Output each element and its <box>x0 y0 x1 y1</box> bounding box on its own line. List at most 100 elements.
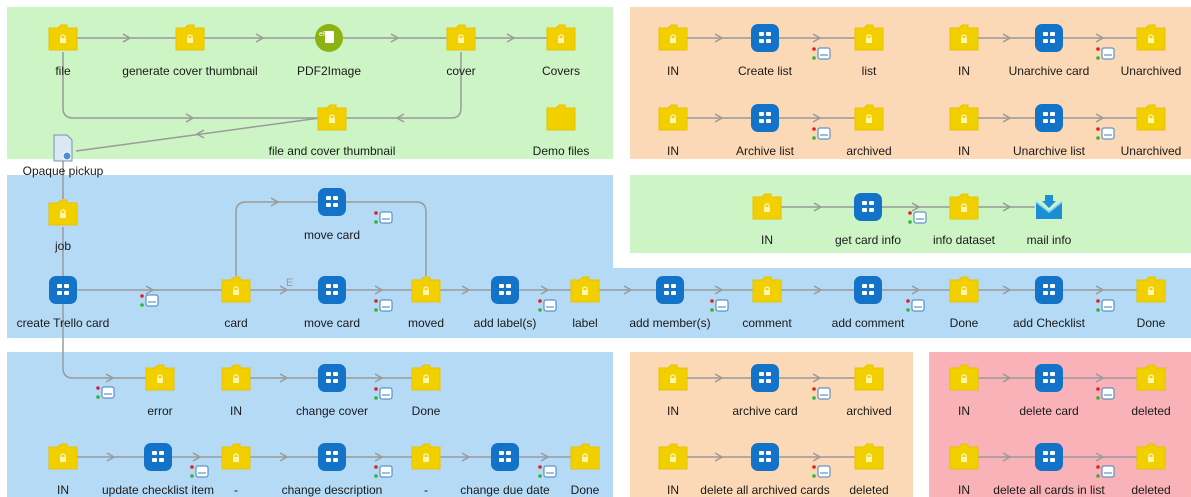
node-label-done1: Done <box>949 316 979 330</box>
node-done-cover[interactable] <box>411 364 441 391</box>
lock-icon <box>60 213 66 218</box>
node-deleted3[interactable] <box>1136 443 1166 470</box>
node-in-get-info[interactable] <box>752 193 782 220</box>
node-done-due[interactable] <box>570 443 600 470</box>
node-delete-all-archived[interactable] <box>751 443 779 471</box>
node-unarchive-card[interactable] <box>1035 24 1063 52</box>
node-change-due[interactable] <box>491 443 519 471</box>
node-comment[interactable] <box>752 276 782 303</box>
dataset-badge-icon <box>812 465 831 478</box>
node-done2[interactable] <box>1136 276 1166 303</box>
node-unarchive-list[interactable] <box>1035 104 1063 132</box>
node-create-list[interactable] <box>751 24 779 52</box>
node-demo-files[interactable] <box>546 104 576 131</box>
node-add-members[interactable] <box>656 276 684 304</box>
node-info-dataset[interactable] <box>949 193 979 220</box>
node-archive-list[interactable] <box>751 104 779 132</box>
node-list[interactable] <box>854 24 884 51</box>
dataset-badge-icon <box>374 465 393 478</box>
folder-icon <box>949 443 979 470</box>
node-mail-info[interactable] <box>1035 195 1063 219</box>
node-in-archive-list[interactable] <box>658 104 688 131</box>
node-opaque-pickup[interactable] <box>53 134 73 162</box>
node-move-card[interactable] <box>318 276 346 304</box>
node-update-checklist[interactable] <box>144 443 172 471</box>
node-gen-thumb[interactable] <box>175 24 205 51</box>
node-unarchived1[interactable] <box>1136 24 1166 51</box>
node-covers[interactable] <box>546 24 576 51</box>
lock-icon <box>187 38 193 43</box>
node-dash2[interactable] <box>411 443 441 470</box>
node-change-cover[interactable] <box>318 364 346 392</box>
node-cover[interactable] <box>446 24 476 51</box>
node-label-comment: comment <box>742 316 792 330</box>
node-deleted1[interactable] <box>854 443 884 470</box>
node-change-desc[interactable] <box>318 443 346 471</box>
node-done1[interactable] <box>949 276 979 303</box>
node-delete-card[interactable] <box>1035 364 1063 392</box>
node-label-update-checklist: update checklist item <box>101 483 215 497</box>
arrow-head-icon <box>1002 113 1012 123</box>
node-archived2[interactable] <box>854 364 884 391</box>
node-in-archive-card[interactable] <box>658 364 688 391</box>
connector-routed-6[interactable] <box>346 201 427 276</box>
svg-text:eP: eP <box>319 31 328 38</box>
node-label-done-due: Done <box>570 483 600 497</box>
lock-icon <box>582 457 588 462</box>
node-in-delete-all[interactable] <box>658 443 688 470</box>
connector-routed-1[interactable] <box>346 52 462 119</box>
node-label[interactable] <box>570 276 600 303</box>
arrow-head-icon <box>192 452 202 462</box>
node-label-covers: Covers <box>541 64 580 78</box>
connector-routed-0[interactable] <box>62 52 320 119</box>
node-archived1[interactable] <box>854 104 884 131</box>
dataset-badge-icon <box>812 47 831 60</box>
lock-icon <box>670 378 676 383</box>
folder-icon <box>48 443 78 470</box>
node-add-checklist[interactable] <box>1035 276 1063 304</box>
node-card[interactable] <box>221 276 251 303</box>
node-label-in-delete-list: IN <box>958 483 970 497</box>
node-add-comment[interactable] <box>854 276 882 304</box>
folder-icon <box>317 104 347 131</box>
node-label-dash1: - <box>234 483 238 497</box>
lock-icon <box>1148 378 1154 383</box>
node-in-change-cover[interactable] <box>221 364 251 391</box>
node-in-delete-list[interactable] <box>949 443 979 470</box>
connectors-layer: E <box>62 33 1137 462</box>
app-icon <box>751 443 779 471</box>
app-icon <box>144 443 172 471</box>
node-create-trello[interactable] <box>49 276 77 304</box>
node-label-move-card-top: move card <box>303 228 361 242</box>
app-icon <box>1035 24 1063 52</box>
node-add-labels[interactable] <box>491 276 519 304</box>
node-unarchived2[interactable] <box>1136 104 1166 131</box>
node-delete-all-in-list[interactable] <box>1035 443 1063 471</box>
connector-routed-5[interactable] <box>235 201 318 276</box>
node-in-delete-card[interactable] <box>949 364 979 391</box>
connector-routed-7[interactable] <box>62 304 146 379</box>
node-get-card-info[interactable] <box>854 193 882 221</box>
node-label-change-desc: change description <box>281 483 383 497</box>
arrow-head-icon <box>1095 452 1105 462</box>
node-label-add-members: add member(s) <box>629 316 711 330</box>
folder-icon <box>752 193 782 220</box>
node-deleted2[interactable] <box>1136 364 1166 391</box>
app-icon <box>854 193 882 221</box>
node-file-cover-thumb[interactable] <box>317 104 347 131</box>
node-file[interactable] <box>48 24 78 51</box>
node-archive-card[interactable] <box>751 364 779 392</box>
node-in-checklist[interactable] <box>48 443 78 470</box>
node-in-unarchive-list[interactable] <box>949 104 979 131</box>
app-icon <box>491 443 519 471</box>
arrow-head-icon <box>812 373 822 383</box>
node-moved[interactable] <box>411 276 441 303</box>
node-in-create-list[interactable] <box>658 24 688 51</box>
node-error[interactable] <box>145 364 175 391</box>
node-pdf2image[interactable]: eP <box>315 24 343 52</box>
node-dash1[interactable] <box>221 443 251 470</box>
node-move-card-top[interactable] <box>318 188 346 216</box>
node-in-unarchive-card[interactable] <box>949 24 979 51</box>
node-job[interactable] <box>48 199 78 226</box>
arrow-head-icon <box>374 452 384 462</box>
